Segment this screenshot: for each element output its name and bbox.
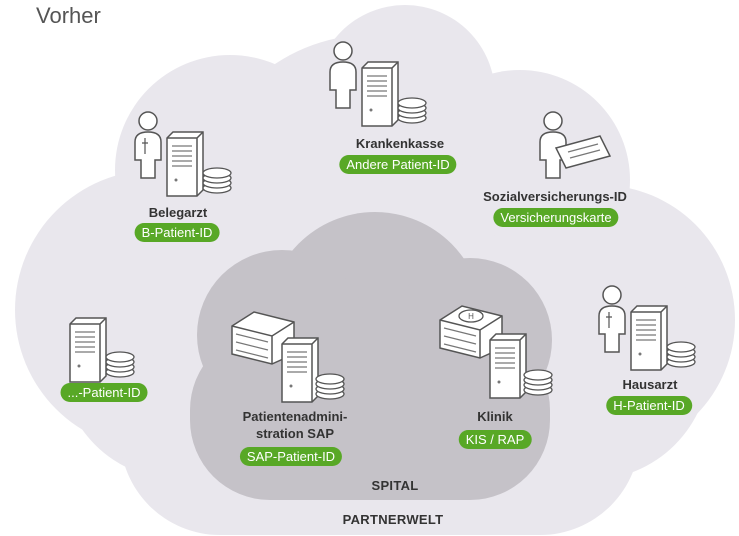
versicherungskarte-badge: Versicherungskarte bbox=[493, 208, 619, 227]
belegarzt-label: Belegarzt bbox=[148, 205, 208, 220]
sap-label-line2: stration SAP bbox=[255, 426, 334, 441]
partnerwelt-region-label: PARTNERWELT bbox=[342, 512, 444, 527]
sap-id-badge: SAP-Patient-ID bbox=[239, 447, 343, 466]
sap-label-line1: Patientenadmini- bbox=[242, 409, 348, 424]
belegarzt-id-badge: B-Patient-ID bbox=[134, 223, 220, 242]
page-title: Vorher bbox=[36, 3, 101, 28]
klinik-id-badge: KIS / RAP bbox=[458, 430, 532, 449]
spital-region-label: SPITAL bbox=[371, 478, 419, 493]
hausarzt-label: Hausarzt bbox=[622, 377, 678, 392]
hausarzt-icon bbox=[598, 285, 696, 371]
belegarzt-icon bbox=[134, 111, 232, 197]
krankenkasse-id-badge: Andere Patient-ID bbox=[339, 155, 457, 174]
svg-text:H: H bbox=[468, 312, 474, 321]
klinik-hospital-icon: H bbox=[439, 305, 553, 399]
krankenkasse-label: Krankenkasse bbox=[355, 136, 445, 151]
klinik-label: Klinik bbox=[477, 409, 513, 424]
hausarzt-id-badge: H-Patient-ID bbox=[606, 396, 692, 415]
sozialversicherung-icon bbox=[539, 111, 612, 179]
sozialversicherung-label: Sozialversicherungs-ID bbox=[483, 189, 627, 204]
other-patient-id-badge: ...-Patient-ID bbox=[60, 383, 148, 402]
